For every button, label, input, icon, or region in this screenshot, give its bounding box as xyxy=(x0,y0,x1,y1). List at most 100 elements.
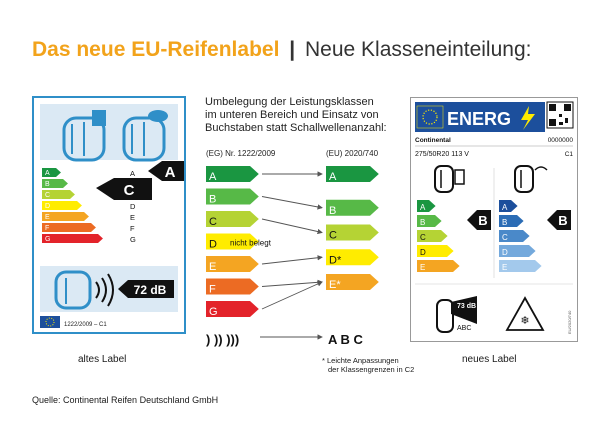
tyre-size: 275/50R20 113 V xyxy=(415,151,469,158)
old-class-bar: C xyxy=(206,211,259,228)
old-fuel-bar: A xyxy=(42,168,61,177)
old-fuel-bar: G xyxy=(42,234,103,243)
new-fuel-bar: C xyxy=(417,230,448,242)
energy-brand: ENERG xyxy=(447,109,511,129)
old-fuel-bar-letter: C xyxy=(45,192,50,199)
new-class-bars: A B C D* E* xyxy=(326,166,379,291)
side-code: EU/2020/740 xyxy=(567,310,572,334)
new-fuel-bar-letter: C xyxy=(420,233,426,242)
source-credit: Quelle: Continental Reifen Deutschland G… xyxy=(32,395,219,405)
tyre-class: C1 xyxy=(565,151,574,158)
noise-tyre-icon xyxy=(54,270,114,310)
not-used-label: nicht belegt xyxy=(230,239,272,248)
change-description: Umbelegung der Leistungsklassen im unter… xyxy=(205,96,387,135)
eu-flag-icon xyxy=(416,105,444,129)
old-class-bar-letter: E xyxy=(209,261,216,273)
old-noise-value: 72 dB xyxy=(134,283,167,297)
old-fuel-bar: C xyxy=(42,190,75,199)
eu-flag-icon xyxy=(40,316,60,328)
old-wet-class-letter: G xyxy=(130,235,136,244)
new-fuel-bar: A xyxy=(417,200,436,212)
new-class-bar: D* xyxy=(326,249,379,266)
new-class-bar-letter: B xyxy=(329,205,336,217)
new-fuel-bar: B xyxy=(417,215,442,227)
new-fuel-rating: B xyxy=(478,213,487,228)
description-line: Buchstaben statt Schallwellenanzahl: xyxy=(205,122,387,134)
new-wet-bar-letter: B xyxy=(502,218,507,227)
old-label-regulation: 1222/2009 – C1 xyxy=(64,322,107,328)
old-class-bar: D xyxy=(206,233,259,251)
old-fuel-rating-arrow xyxy=(96,178,152,200)
old-class-bar: B xyxy=(206,188,259,206)
old-fuel-bar: E xyxy=(42,212,89,221)
new-wet-bar: C xyxy=(499,230,530,242)
new-wet-bar: D xyxy=(499,245,536,257)
right-column-header: (EU) 2020/740 xyxy=(326,149,379,158)
old-class-bar-letter: B xyxy=(209,194,216,206)
old-class-bar-letter: F xyxy=(209,284,216,296)
old-wet-class-letter: D xyxy=(130,202,136,211)
new-wet-bar-letter: C xyxy=(502,233,508,242)
new-fuel-bar-letter: E xyxy=(420,263,425,272)
old-wet-class-letter: E xyxy=(130,213,135,222)
new-noise-classes: ABC xyxy=(457,325,471,332)
old-class-bar-letter: G xyxy=(209,306,218,318)
old-class-bar-letter: C xyxy=(209,216,217,228)
new-class-bar-letter: E* xyxy=(329,279,341,291)
headline-rest: Neue Klasseneinteilung: xyxy=(304,38,532,61)
fuel-tyre-icon xyxy=(62,110,106,162)
old-class-bar-letter: A xyxy=(209,171,217,183)
new-noise-classes: A B C xyxy=(328,332,364,347)
qr-code-icon xyxy=(546,101,574,129)
old-fuel-bar-letter: D xyxy=(45,203,50,210)
comparison-diagram: (EG) Nr. 1222/2009 (EU) 2020/740 ABCDEFG… xyxy=(206,149,379,347)
new-fuel-bar-letter: D xyxy=(420,248,426,257)
old-class-bar: F xyxy=(206,278,259,296)
new-fuel-rating-arrow xyxy=(467,210,491,230)
new-class-bar-letter: A xyxy=(329,171,337,183)
old-wet-rating-arrow xyxy=(148,161,184,181)
new-fuel-bar: E xyxy=(417,260,460,272)
new-class-bar: E* xyxy=(326,274,379,291)
footnote-line: der Klassengrenzen in C2 xyxy=(328,365,415,374)
footnote: * Leichte Anpassungen der Klassengrenzen… xyxy=(322,356,414,374)
mapping-arrow xyxy=(261,196,323,210)
noise-tyre-icon xyxy=(436,296,477,333)
old-class-bar: E xyxy=(206,256,259,273)
manufacturer: Continental xyxy=(415,137,451,144)
headline-separator: | xyxy=(289,38,296,61)
old-noise-arrow xyxy=(118,280,174,298)
new-noise-value: 73 dB xyxy=(457,303,476,310)
old-class-bar: G xyxy=(206,301,259,318)
new-wet-bar-letter: E xyxy=(502,263,507,272)
new-class-bar: B xyxy=(326,199,379,217)
old-fuel-bar-letter: F xyxy=(45,225,49,232)
footnote-line: * Leichte Anpassungen xyxy=(322,356,399,365)
new-label-caption: neues Label xyxy=(462,354,517,365)
old-fuel-bar: D xyxy=(42,201,82,210)
old-fuel-bar-letter: E xyxy=(45,214,50,221)
mapping-arrow xyxy=(261,281,323,310)
mapping-arrow xyxy=(261,255,323,265)
new-class-bar-letter: C xyxy=(329,230,337,242)
wet-tyre-icon xyxy=(514,165,548,193)
headline-highlight: Das neue EU-Reifenlabel xyxy=(32,38,280,61)
mapping-arrows xyxy=(260,171,323,340)
new-class-bar-letter: D* xyxy=(329,254,342,266)
old-class-bar: A xyxy=(206,166,259,183)
old-noise-symbols: ) )) ))) xyxy=(206,332,239,347)
old-wet-rating: A xyxy=(165,164,176,181)
old-label-caption: altes Label xyxy=(78,354,127,365)
old-fuel-rating: C xyxy=(124,182,135,199)
old-class-bar-letter: D xyxy=(209,239,217,251)
mapping-arrow xyxy=(261,218,323,235)
new-fuel-bar-letter: A xyxy=(420,203,426,212)
new-label-graphic: ENERG Continental 0000000 275/50R20 113 … xyxy=(415,101,574,334)
description-line: im unteren Bereich und Einsatz von xyxy=(205,109,379,121)
new-wet-bar: B xyxy=(499,215,524,227)
new-class-bar: A xyxy=(326,166,379,183)
mapping-arrow xyxy=(261,279,323,287)
